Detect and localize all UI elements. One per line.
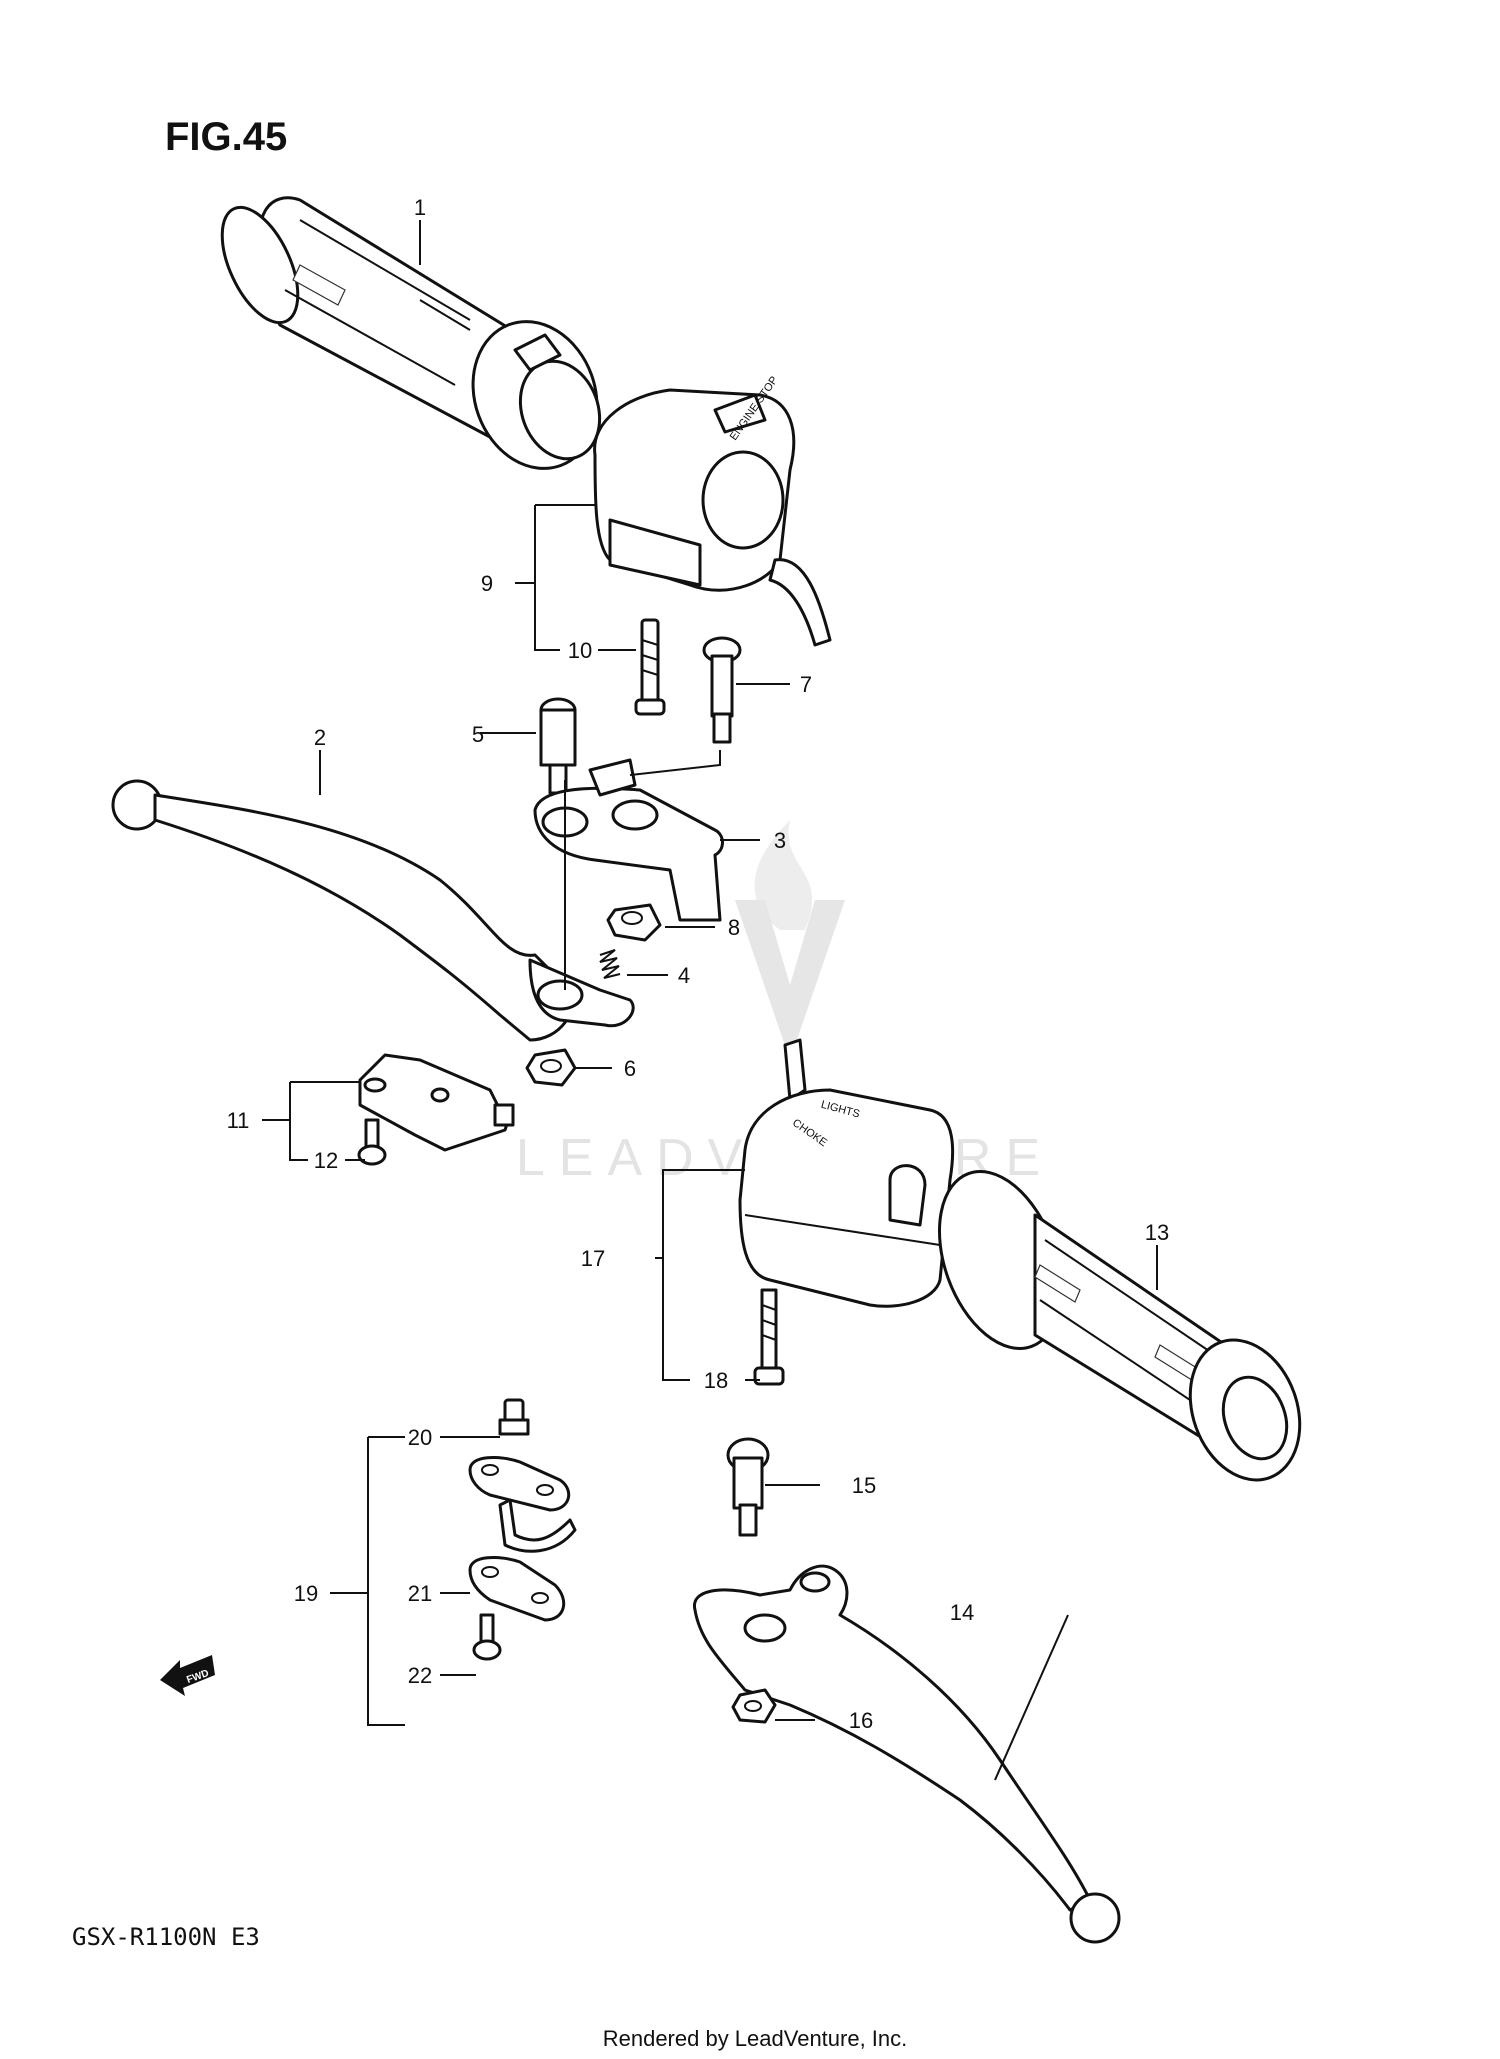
part-left-switch-housing: ENGINE STOP — [593, 374, 832, 647]
part-connector-20 — [498, 1398, 530, 1436]
callout-3: 3 — [774, 828, 786, 853]
callout-5: 5 — [472, 722, 484, 747]
part-right-grip — [937, 1170, 1302, 1482]
callout-11: 11 — [227, 1108, 250, 1133]
footer-credit: Rendered by LeadVenture, Inc. — [603, 2026, 908, 2051]
part-plate-21 — [468, 1556, 566, 1622]
callout-7: 7 — [800, 672, 812, 697]
part-spring-4 — [599, 949, 621, 979]
callout-12: 12 — [314, 1148, 338, 1173]
model-label: GSX-R1100N E3 — [72, 1923, 260, 1951]
callout-21: 21 — [408, 1581, 432, 1606]
callout-20: 20 — [408, 1425, 432, 1450]
callout-8: 8 — [728, 915, 740, 940]
callout-13: 13 — [1145, 1220, 1169, 1245]
callout-15: 15 — [852, 1473, 876, 1498]
callout-18: 18 — [704, 1368, 728, 1393]
figure-title: FIG.45 — [165, 115, 287, 159]
part-right-switch-housing: LIGHTS CHOKE — [738, 1038, 955, 1308]
part-screw-12 — [357, 1118, 387, 1166]
callout-9: 9 — [481, 571, 493, 596]
callout-14: 14 — [950, 1600, 974, 1625]
part-screw-18 — [753, 1288, 785, 1386]
part-lever-holder — [533, 750, 724, 990]
callout-10: 10 — [568, 638, 592, 663]
callout-labels: 1 2 3 4 5 6 7 8 9 10 11 12 13 14 15 16 1… — [227, 195, 1170, 1733]
callout-4: 4 — [678, 963, 690, 988]
fwd-arrow-icon: FWD — [160, 1655, 215, 1696]
part-nut-16 — [731, 1688, 777, 1724]
part-pivot-bolt-7 — [702, 636, 742, 744]
part-brake-lever — [693, 1564, 1121, 1944]
part-nut-6 — [525, 1048, 577, 1087]
part-brake-switch — [468, 1456, 577, 1553]
callout-17: 17 — [581, 1246, 605, 1271]
part-nut-8 — [606, 903, 662, 942]
callout-19: 19 — [294, 1581, 318, 1606]
part-screw-10 — [634, 618, 666, 716]
callout-1: 1 — [414, 195, 426, 220]
part-pin-5 — [539, 697, 577, 795]
callout-2: 2 — [314, 725, 326, 750]
leader-lines — [262, 220, 1158, 1781]
callout-16: 16 — [849, 1708, 873, 1733]
callout-22: 22 — [408, 1663, 432, 1688]
part-pivot-bolt-15 — [726, 1437, 770, 1537]
part-screw-22 — [472, 1613, 502, 1661]
part-throttle-grip — [220, 196, 602, 470]
part-clutch-lever — [111, 779, 635, 1042]
callout-6: 6 — [624, 1056, 636, 1081]
part-clutch-switch — [358, 1053, 515, 1152]
